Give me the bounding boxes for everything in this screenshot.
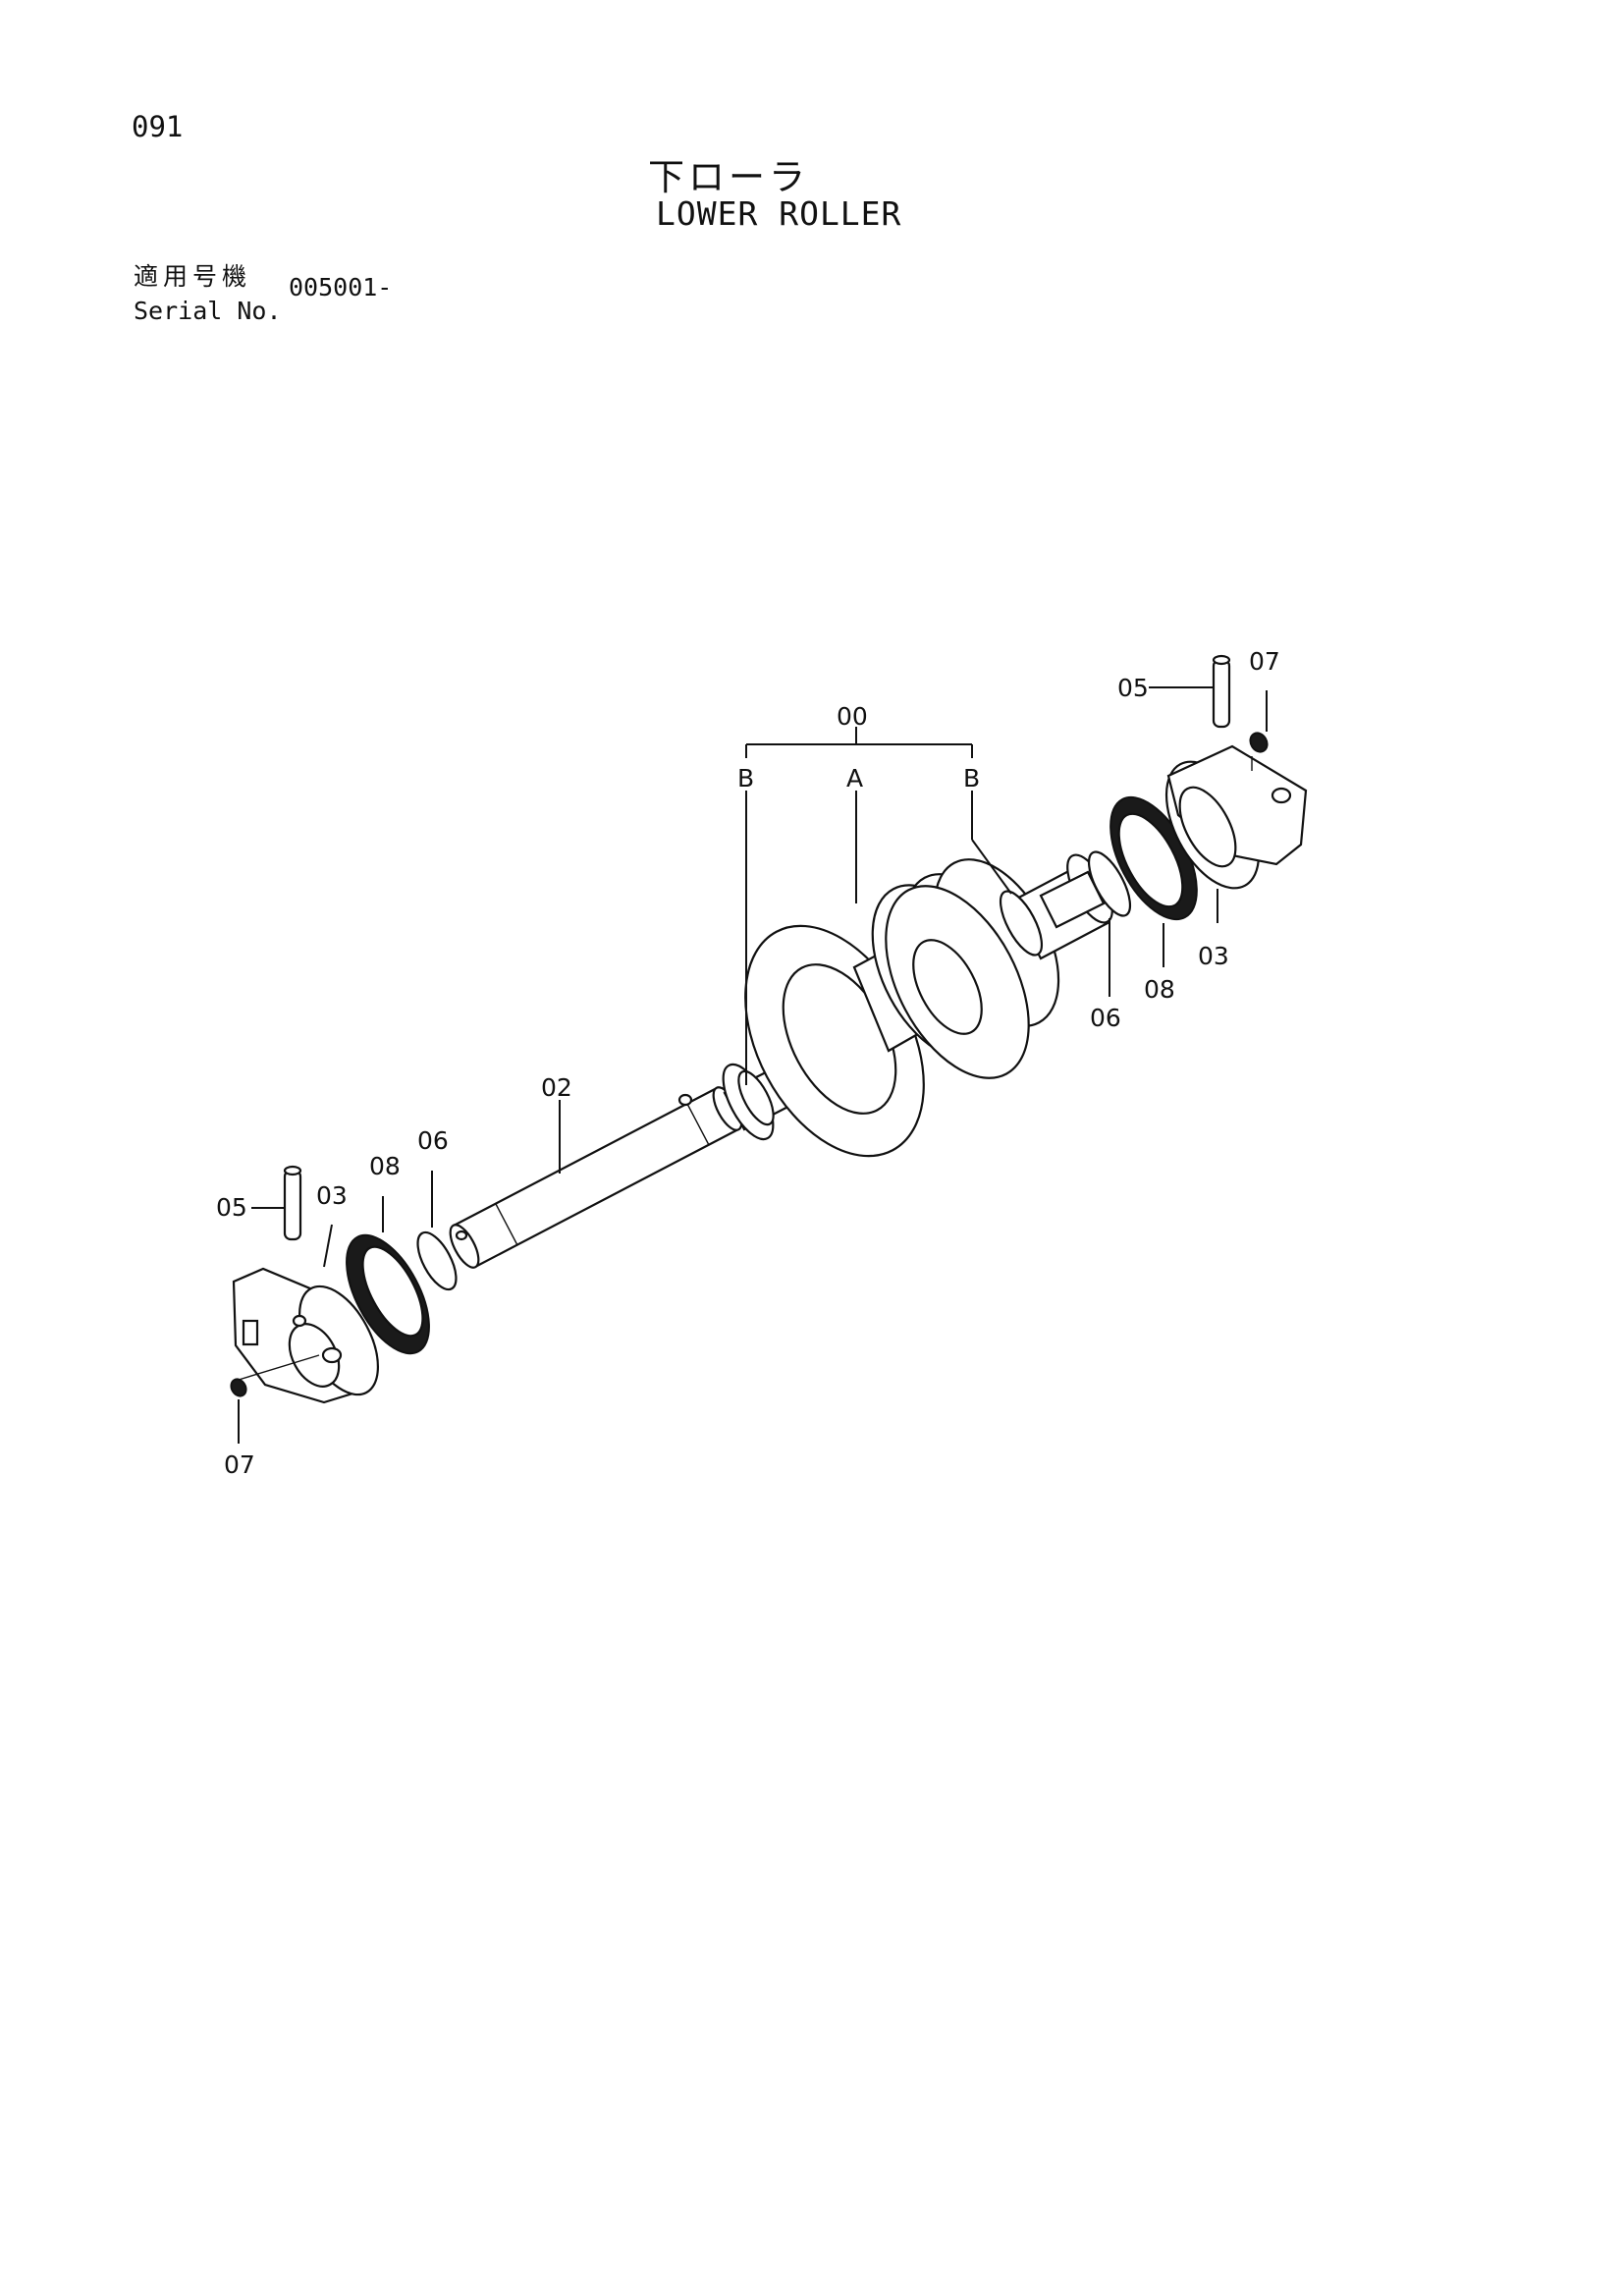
seal-left-part (346, 1233, 430, 1355)
pin-left-part (283, 1165, 307, 1328)
leader-lines (238, 686, 1268, 1444)
callout-roller: A (846, 764, 863, 793)
plug-left-part (230, 1378, 247, 1397)
callout-plug-right: 07 (1249, 647, 1280, 676)
oring-right-part (1087, 850, 1132, 917)
collar-right-part (999, 853, 1113, 960)
title-japanese: 下ローラ (648, 156, 809, 198)
callout-seal-right: 08 (1144, 975, 1175, 1004)
serial-label-english: Serial No. (134, 297, 282, 325)
pin-right-part (1212, 654, 1231, 729)
callout-pin-left: 05 (216, 1193, 247, 1222)
collar-left-part (722, 1063, 775, 1141)
roller-part (744, 858, 1060, 1158)
callout-oring-right: 06 (1090, 1004, 1121, 1032)
callout-shaft: 02 (541, 1073, 572, 1102)
oring-left-part (416, 1230, 458, 1291)
seal-right-part (1109, 795, 1198, 921)
callout-bracket-right: 03 (1198, 942, 1229, 970)
serial-number-value: 005001- (289, 273, 393, 301)
callout-collar-right: B (963, 764, 980, 793)
bracket-right-part (1164, 744, 1308, 890)
callout-plug-left: 07 (224, 1450, 255, 1479)
serial-label-japanese: 適用号機 (134, 262, 252, 291)
bracket-left-part (232, 1267, 379, 1404)
callout-pin-right: 05 (1117, 674, 1149, 702)
callout-collar-left: B (737, 764, 754, 793)
title-english: LOWER ROLLER (656, 194, 902, 233)
page-number: 091 (132, 110, 184, 143)
callout-oring-left: 06 (417, 1126, 449, 1155)
callout-seal-left: 08 (369, 1152, 401, 1180)
callout-assembly: 00 (837, 702, 868, 731)
callout-bracket-left: 03 (316, 1181, 348, 1210)
plug-right-part (1249, 732, 1269, 753)
